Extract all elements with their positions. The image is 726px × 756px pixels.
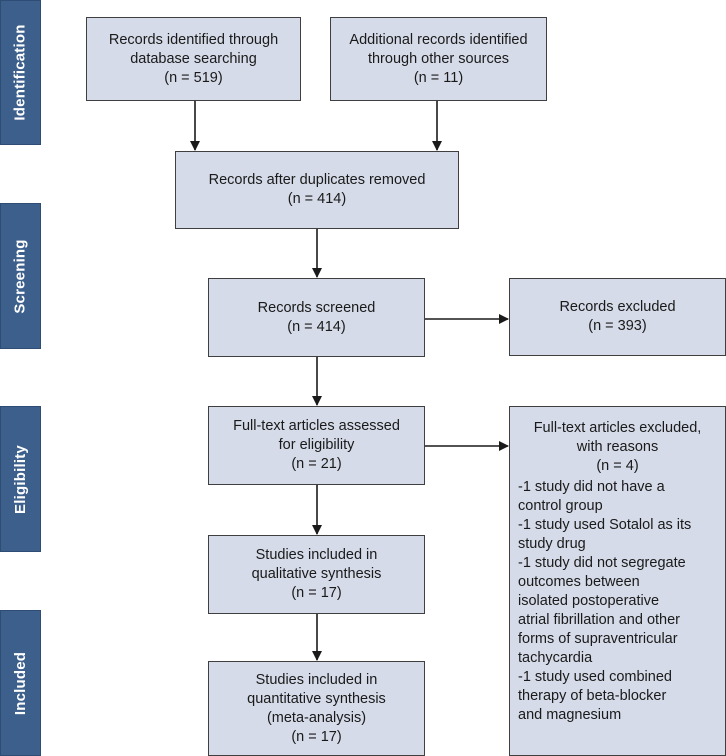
- box-text-line: (n = 17): [291, 728, 342, 745]
- box-records-screened: Records screened (n = 414): [208, 278, 425, 357]
- box-text-line: Full-text articles excluded,: [533, 420, 702, 436]
- box-text-line: for eligibility: [278, 437, 355, 453]
- exclusion-reason-line: -1 study used combined: [518, 669, 672, 685]
- exclusion-reason-line: forms of supraventricular: [518, 631, 678, 647]
- exclusion-reason-line: isolated postoperative: [518, 593, 660, 609]
- exclusion-reason-line: therapy of beta-blocker: [518, 688, 667, 704]
- phase-screening: Screening: [0, 203, 41, 349]
- exclusion-reason-line: study drug: [518, 536, 586, 552]
- exclusion-reason-line: control group: [518, 498, 603, 514]
- box-text-line: (n = 519): [164, 69, 223, 86]
- box-text-line: database searching: [130, 50, 257, 67]
- box-text-line: (n = 21): [291, 456, 342, 472]
- box-quantitative-synthesis: Studies included in quantitative synthes…: [208, 661, 425, 756]
- box-text-line: Studies included in: [255, 547, 378, 563]
- box-text-line: (n = 414): [287, 318, 346, 335]
- box-after-duplicates: Records after duplicates removed (n = 41…: [175, 151, 459, 229]
- phase-eligibility: Eligibility: [0, 406, 41, 552]
- box-text-line: (n = 414): [287, 191, 347, 207]
- box-text-line: with reasons: [576, 439, 659, 455]
- box-text-line: (n = 393): [588, 318, 647, 334]
- box-other-sources: Additional records identified through ot…: [330, 17, 547, 101]
- box-text-line: (n = 4): [596, 458, 639, 474]
- box-fulltext-excluded: Full-text articles excluded, with reason…: [509, 406, 726, 756]
- box-fulltext-assessed: Full-text articles assessed for eligibil…: [208, 406, 425, 485]
- exclusion-reason-line: and magnesium: [518, 707, 622, 723]
- phase-included: Included: [0, 610, 41, 756]
- box-text-line: through other sources: [367, 50, 510, 67]
- exclusion-reason-line: tachycardia: [518, 650, 593, 666]
- box-text-line: (n = 11): [413, 69, 464, 86]
- exclusion-reason-line: outcomes between: [518, 574, 640, 590]
- box-text-line: Studies included in: [255, 671, 378, 688]
- exclusion-reason-line: -1 study did not segregate: [518, 555, 686, 571]
- box-text-line: Records after duplicates removed: [208, 172, 426, 188]
- box-text-line: Records identified through: [108, 31, 279, 48]
- box-database-records: Records identified through database sear…: [86, 17, 301, 101]
- box-text-line: (meta-analysis): [266, 709, 367, 726]
- exclusion-reason-line: -1 study used Sotalol as its: [518, 517, 692, 533]
- box-records-excluded: Records excluded (n = 393): [509, 278, 726, 356]
- exclusion-reason-line: atrial fibrillation and other: [518, 612, 681, 628]
- box-qualitative-synthesis: Studies included in qualitative synthesi…: [208, 535, 425, 614]
- exclusion-reasons-list: -1 study did not have a control group -1…: [516, 478, 719, 725]
- box-text-line: Additional records identified: [349, 31, 528, 48]
- box-text-line: quantitative synthesis: [247, 690, 386, 707]
- phase-identification: Identification: [0, 0, 41, 145]
- exclusion-reason-line: -1 study did not have a: [518, 479, 665, 495]
- box-text-line: Full-text articles assessed: [233, 418, 400, 434]
- box-text-line: (n = 17): [291, 585, 342, 601]
- box-text-line: Records screened: [257, 299, 376, 316]
- box-text-line: Records excluded: [559, 299, 676, 315]
- box-text-line: qualitative synthesis: [251, 566, 382, 582]
